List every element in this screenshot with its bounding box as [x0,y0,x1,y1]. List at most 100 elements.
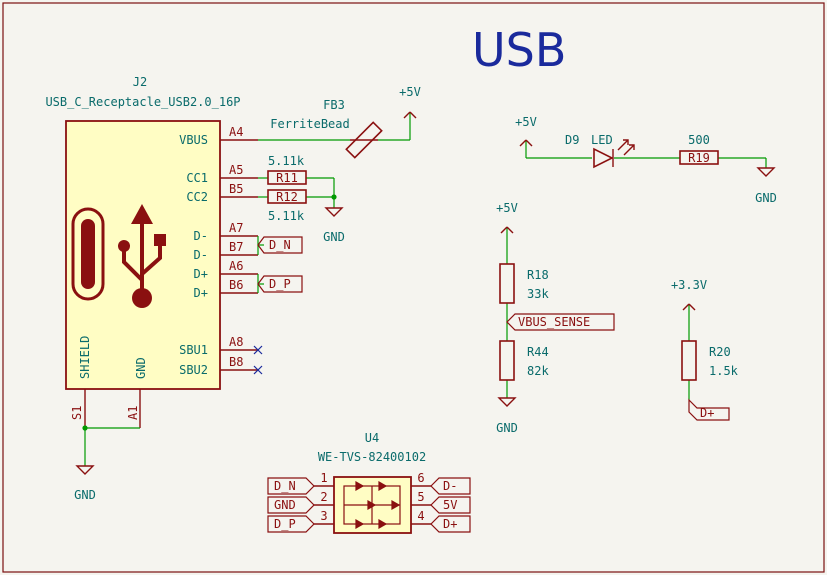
power-5v-led: +5V [515,115,537,147]
tvs-label-dplus-text: D+ [443,517,457,531]
gnd-div-symbol: GND [496,397,518,435]
r18-body [499,263,515,304]
r18-ref: R18 [527,268,549,282]
pin-num-a1: A1 [126,406,140,420]
pin-num-a6: A6 [229,259,243,273]
tvs-label-dn-text: D_N [274,479,296,493]
net-label-vbus-sense-text: VBUS_SENSE [518,315,590,329]
pin-name-cc2: CC2 [186,190,208,204]
pin-name-sbu2: SBU2 [179,363,208,377]
tvs-label-dminus[interactable]: D- [430,477,471,495]
ferrite-ref: FB3 [323,98,345,112]
net-label-dp-text: D_P [269,277,291,291]
power-5v-div: +5V [496,201,518,234]
r44-body [499,340,515,381]
r44-value: 82k [527,364,549,378]
r12-ref: R12 [276,190,298,204]
pin-num-a4: A4 [229,125,243,139]
tvs-label-5v[interactable]: 5V [430,496,471,514]
gnd-led-symbol: GND [755,167,777,205]
power-5v-led-label: +5V [515,115,537,129]
tvs-pin-num-4: 4 [417,509,424,523]
tvs-pin-num-6: 6 [417,471,424,485]
r12-value: 5.11k [268,209,305,223]
usb-logo-icon [118,204,166,308]
power-5v-fb: +5V [399,85,421,119]
pin-num-a7: A7 [229,221,243,235]
tvs-label-dminus-text: D- [443,479,457,493]
tvs-ref: U4 [365,431,379,445]
r12-body [267,189,307,204]
led-triangle [593,147,614,169]
gnd-cc-symbol: GND [323,207,345,244]
r11-body [267,170,307,185]
net-label-dp[interactable]: D_P [257,275,303,293]
net-label-dplus[interactable]: D+ [688,398,730,421]
tvs-value: WE-TVS-82400102 [318,450,426,464]
r20-ref: R20 [709,345,731,359]
pin-name-dn-b: D- [194,248,208,262]
tvs-label-dp-text: D_P [274,517,296,531]
net-label-dplus-text: D+ [700,406,714,420]
pin-name-dn-a: D- [194,229,208,243]
pin-name-dp-a: D+ [194,267,208,281]
gnd-shield-symbol: GND [74,465,96,502]
net-label-vbus-sense[interactable]: VBUS_SENSE [506,313,615,331]
connector-value: USB_C_Receptacle_USB2.0_16P [45,95,240,109]
led-d9[interactable]: D9 LED [565,133,635,169]
pin-name-gnd: GND [134,357,148,379]
usb-c-connector[interactable]: J2 USB_C_Receptacle_USB2.0_16P [45,75,258,428]
tvs-pin-num-1: 1 [320,471,327,485]
tvs-label-gnd-text: GND [274,498,296,512]
tvs-label-dn[interactable]: D_N [267,477,315,495]
net-label-dn-text: D_N [269,238,291,252]
led-emission-arrows [617,139,635,156]
power-5v-div-label: +5V [496,201,518,215]
pin-name-sbu1: SBU1 [179,343,208,357]
resistor-r19[interactable]: 500 R19 [679,133,719,165]
tvs-pin-num-5: 5 [417,490,424,504]
power-3v3: +3.3V [671,278,707,311]
connector-pin-stubs [84,139,258,428]
led-ref: D9 [565,133,579,147]
resistor-r18[interactable]: R18 33k [499,263,549,304]
pin-num-b8: B8 [229,355,243,369]
r11-value: 5.11k [268,154,305,168]
pin-num-b7: B7 [229,240,243,254]
ferrite-body [345,121,383,159]
tvs-u4[interactable]: U4 WE-TVS-82400102 1 2 3 6 5 4 [314,431,431,534]
usb-receptacle-icon [71,207,105,301]
pin-num-a5: A5 [229,163,243,177]
tvs-label-dp[interactable]: D_P [267,515,315,533]
net-label-dn[interactable]: D_N [257,236,303,254]
gnd-div-label: GND [496,421,518,435]
wires-led [525,140,767,168]
pin-name-vbus: VBUS [179,133,208,147]
resistor-r12[interactable]: R12 5.11k [267,189,307,223]
connector-ref: J2 [133,75,147,89]
r18-value: 33k [527,287,549,301]
sheet-title: USB [472,23,566,77]
r11-ref: R11 [276,171,298,185]
tvs-label-dplus[interactable]: D+ [430,515,471,533]
ferrite-value: FerriteBead [270,117,349,131]
power-5v-fb-label: +5V [399,85,421,99]
resistor-r44[interactable]: R44 82k [499,340,549,381]
pin-num-b5: B5 [229,182,243,196]
tvs-label-gnd[interactable]: GND [267,496,315,514]
led-value: LED [591,133,613,147]
resistor-r11[interactable]: 5.11k R11 [267,154,307,185]
r19-value: 500 [688,133,710,147]
gnd-cc-label: GND [323,230,345,244]
r44-ref: R44 [527,345,549,359]
resistor-r20[interactable]: R20 1.5k [681,340,739,381]
tvs-pin-num-3: 3 [320,509,327,523]
r20-body [681,340,697,381]
pin-num-s1: S1 [70,406,84,420]
junction-dot [331,194,337,200]
wires-left [84,112,411,466]
ferrite-bead[interactable]: FB3 FerriteBead [270,98,383,159]
pin-num-b6: B6 [229,278,243,292]
